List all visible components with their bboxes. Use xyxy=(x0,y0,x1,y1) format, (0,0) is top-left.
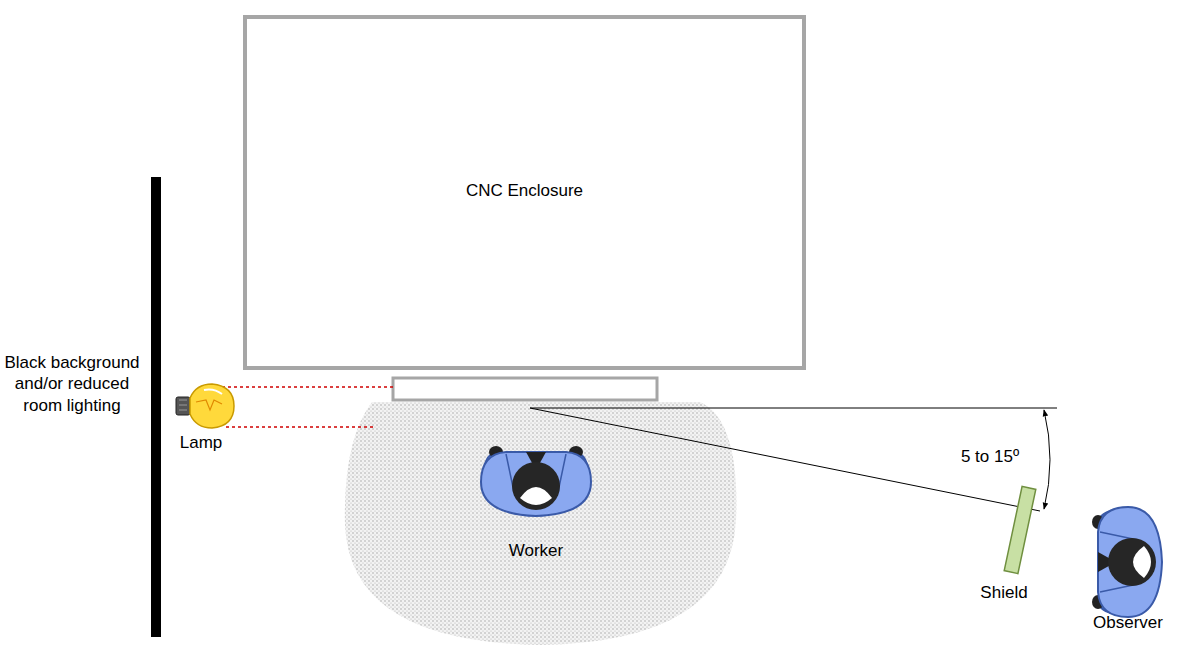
callout-label: Worker xyxy=(486,540,586,561)
enclosure-box: CNC Enclosure xyxy=(243,15,806,370)
observer-figure xyxy=(1092,507,1162,617)
callout-label: Black background and/or reduced room lig… xyxy=(4,352,140,416)
angle-arc xyxy=(1044,410,1050,509)
sight-line xyxy=(530,408,1040,511)
worker-figure xyxy=(481,446,591,516)
enclosure-label: CNC Enclosure xyxy=(247,181,802,201)
callout-label: Lamp xyxy=(161,432,241,453)
light-ray xyxy=(226,426,376,428)
lamp-icon xyxy=(176,384,234,428)
reference-line xyxy=(530,408,1057,409)
angle-label: 5 to 15º xyxy=(945,446,1035,467)
callout-label: Observer xyxy=(1073,612,1183,633)
shield-panel xyxy=(1004,486,1036,573)
enclosure-window xyxy=(393,378,657,400)
worker-zone xyxy=(345,402,736,645)
callout-label: Shield xyxy=(964,582,1044,603)
light-ray xyxy=(222,386,393,388)
black-background-bar xyxy=(151,177,161,637)
